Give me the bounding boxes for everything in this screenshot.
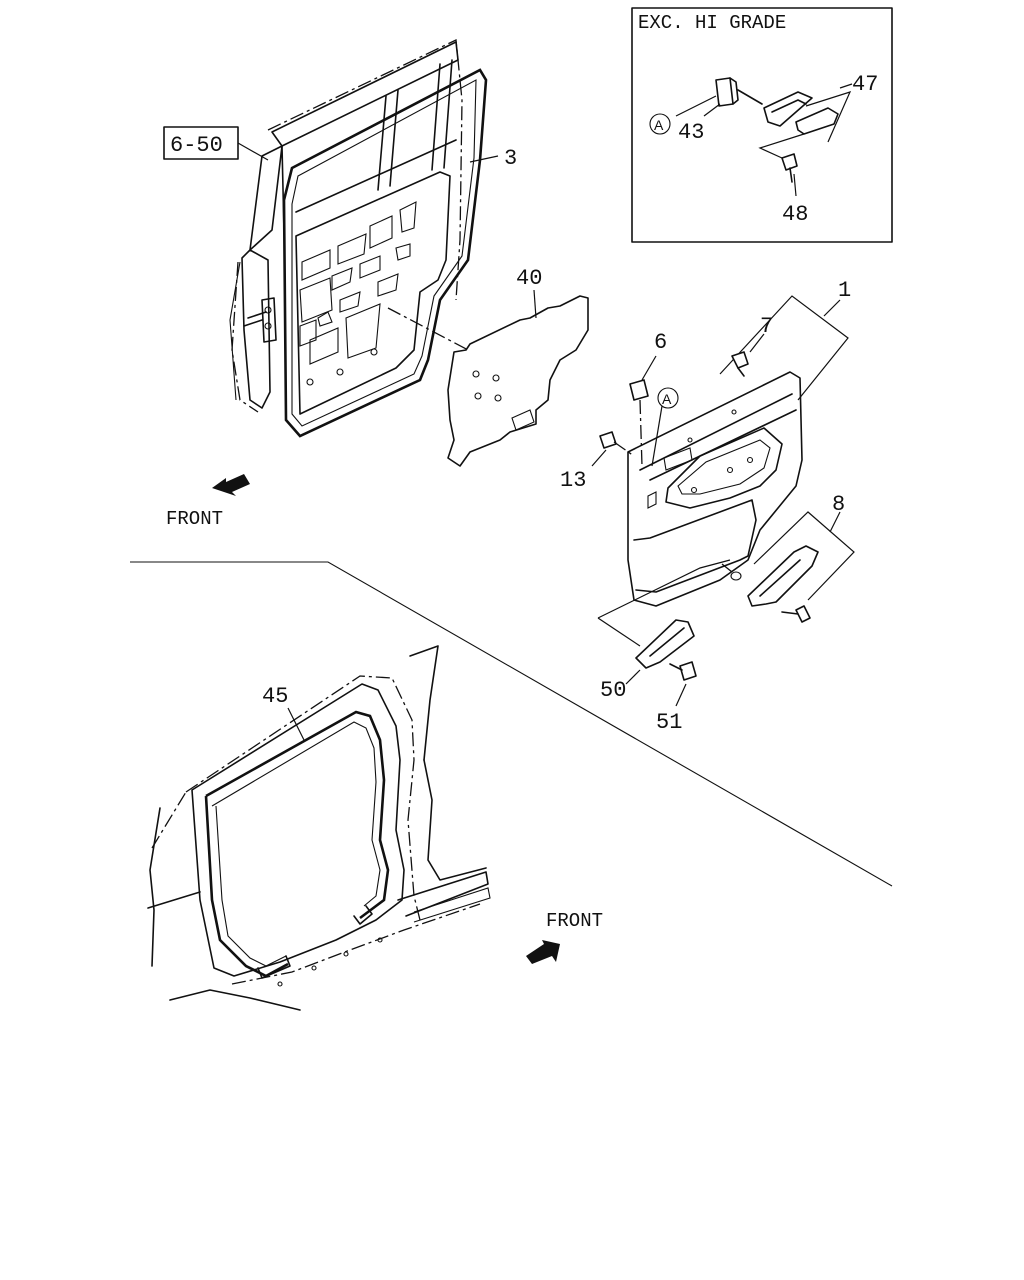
door-latch <box>261 297 277 343</box>
handle-part-47 <box>758 91 852 159</box>
section-divider <box>130 561 893 887</box>
callout-8: 8 <box>832 492 845 517</box>
screw-part-48 <box>781 153 798 197</box>
front-label-upper: FRONT <box>166 508 223 530</box>
circle-mark-a-inset <box>649 113 671 135</box>
callout-7: 7 <box>760 314 773 339</box>
body-door-opening: 45 <box>147 645 491 1011</box>
clip-part-7: 7 <box>731 314 773 377</box>
callout-43: 43 <box>678 120 704 145</box>
clip-part-43 <box>715 77 763 107</box>
callout-45: 45 <box>262 684 288 709</box>
callout-3: 3 <box>504 146 517 171</box>
door-service-holes <box>299 201 417 386</box>
callout-48: 48 <box>782 202 808 227</box>
door-trim-panel-part-1: 1 <box>627 278 851 607</box>
rear-door-assembly <box>229 39 488 438</box>
callout-47: 47 <box>852 72 878 97</box>
svg-text:A: A <box>662 391 672 407</box>
callout-1: 1 <box>838 278 851 303</box>
front-label-lower: FRONT <box>546 910 603 932</box>
inset-frame <box>631 7 893 243</box>
pull-handle-part-8: 8 <box>721 492 855 623</box>
bolt-part-51: 51 <box>656 661 697 735</box>
insulator-part-40: 40 <box>447 266 589 467</box>
arm-rest-part-50: 50 <box>597 559 731 703</box>
front-arrow-lower: FRONT <box>526 910 603 964</box>
inset-panel: EXC. HI GRADE A 43 47 48 <box>631 7 893 243</box>
callout-51: 51 <box>656 710 682 735</box>
ref-box-6-50: 6-50 <box>163 126 269 161</box>
callout-13: 13 <box>560 468 586 493</box>
ref-box-label: 6-50 <box>170 133 223 158</box>
weatherstrip-part-3 <box>282 68 488 438</box>
callout-50: 50 <box>600 678 626 703</box>
weatherstrip-part-45 <box>205 710 390 920</box>
callout-40: 40 <box>516 266 542 291</box>
door-inner-panel <box>295 171 451 415</box>
front-arrow-upper: FRONT <box>166 474 250 530</box>
clip-part-6: 6 <box>629 330 667 467</box>
clip-part-13: 13 <box>560 431 635 493</box>
inset-title: EXC. HI GRADE <box>638 12 786 34</box>
callout-6: 6 <box>654 330 667 355</box>
circle-mark-a-panel: A <box>651 387 679 467</box>
circle-mark-a-inset-label: A <box>654 117 664 133</box>
